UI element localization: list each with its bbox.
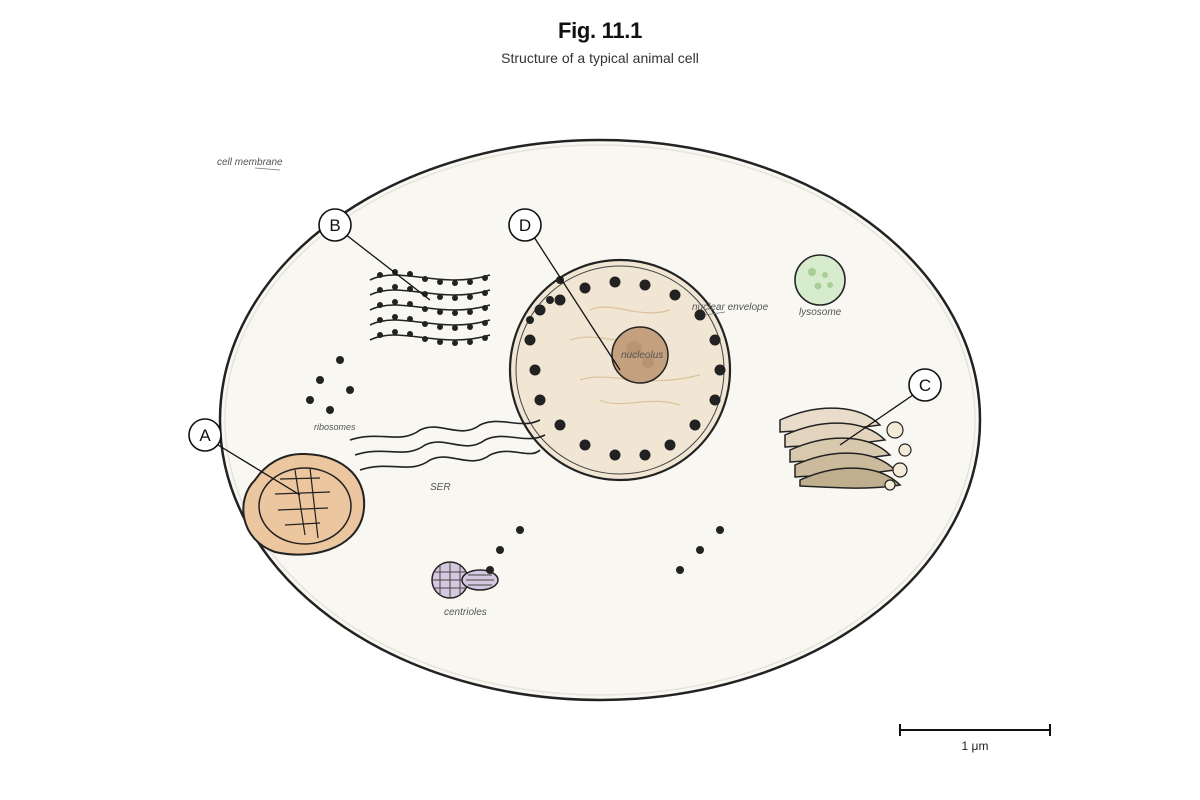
callout-a-leader	[217, 444, 301, 496]
centrioles	[431, 561, 499, 599]
callout-c: C	[908, 368, 942, 402]
nucleolus	[611, 326, 669, 384]
nucleolus-spot	[642, 356, 654, 368]
golgi-vesicles	[884, 421, 912, 491]
nucleolus-spot	[626, 341, 642, 357]
free-ribosomes-left	[306, 356, 354, 414]
scale-bar	[899, 724, 1051, 736]
leader-nuclear-envelope	[704, 311, 726, 316]
label-nucleolus: nucleolus	[621, 350, 663, 361]
callout-b: B	[318, 208, 352, 242]
callout-c-leader	[839, 394, 914, 446]
label-nuclear-envelope: nuclear envelope	[692, 302, 769, 313]
figure-header: Fig. 11.1 Structure of a typical animal …	[0, 18, 1200, 66]
callout-c-letter: C	[919, 376, 931, 395]
label-centrioles: centrioles	[444, 607, 487, 618]
free-ribosomes-bottom	[486, 526, 724, 574]
lysosome	[794, 254, 846, 306]
label-cell-membrane: cell membrane	[217, 157, 283, 168]
callout-b-letter: B	[329, 216, 340, 235]
callout-d: D	[508, 208, 542, 242]
callout-d-leader	[533, 236, 621, 371]
scale-bar-label: 1 μm	[962, 739, 989, 753]
callout-d-letter: D	[519, 216, 531, 235]
nuclear-pores	[524, 276, 726, 461]
callout-a-letter: A	[199, 426, 211, 445]
golgi-apparatus	[779, 407, 902, 489]
callout-a: A	[188, 418, 222, 452]
callout-b-leader	[344, 233, 431, 301]
label-ribosomes: ribosomes	[314, 422, 356, 432]
rer-ribosomes	[377, 269, 488, 346]
label-ser: SER	[430, 482, 451, 493]
leader-cell-membrane	[254, 167, 281, 171]
figure-subtitle: Structure of a typical animal cell	[501, 50, 699, 66]
cell-membrane-inner	[224, 144, 976, 696]
label-lysosome: lysosome	[799, 307, 842, 318]
figure-title: Fig. 11.1	[557, 18, 643, 43]
smooth-er	[349, 419, 546, 471]
